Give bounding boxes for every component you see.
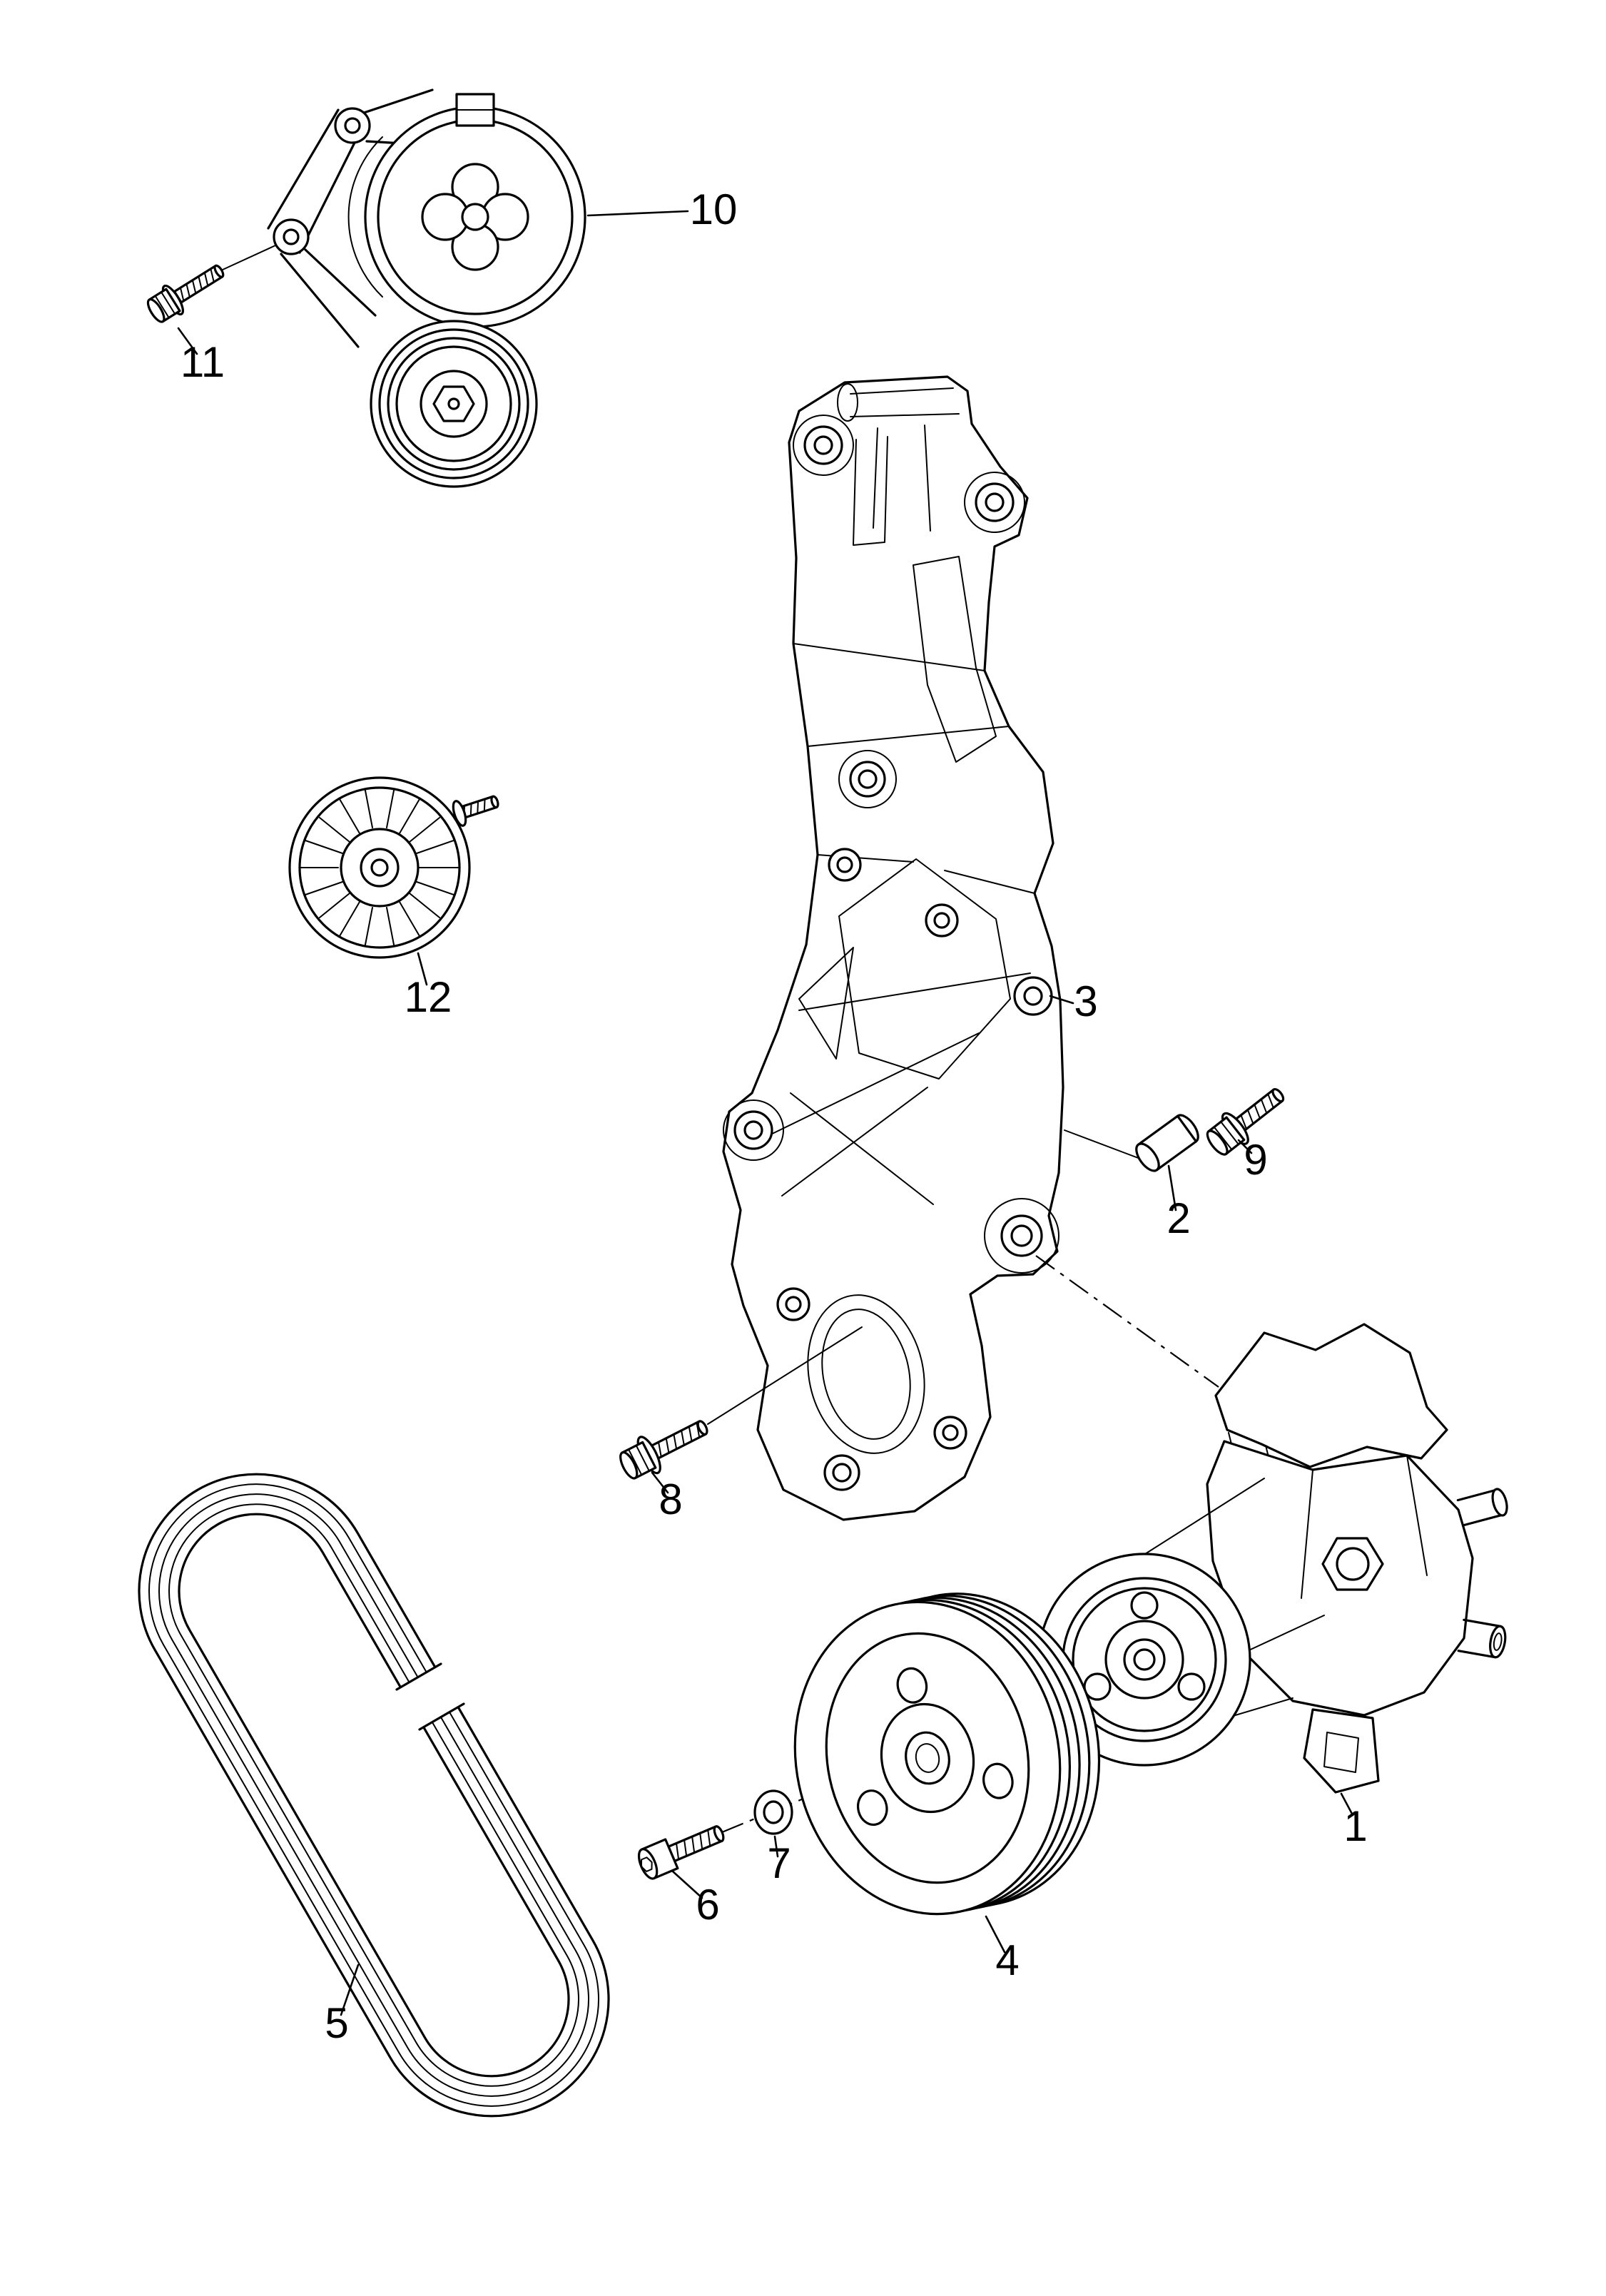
tensioner-pulley bbox=[370, 320, 538, 488]
callout-12-label[interactable]: 12 bbox=[405, 973, 452, 1021]
part-washer bbox=[753, 1789, 793, 1835]
part-belt-tensioner bbox=[267, 88, 586, 488]
callout-2-label[interactable]: 2 bbox=[1167, 1194, 1190, 1242]
pump-port-lower bbox=[1457, 1618, 1507, 1659]
callout-8-label[interactable]: 8 bbox=[659, 1475, 682, 1523]
part-hex-bolt-11 bbox=[146, 264, 225, 323]
part-power-steering-pump bbox=[1037, 1323, 1508, 1794]
part-hex-bolt-9 bbox=[1206, 1088, 1285, 1156]
callout-1-label[interactable]: 1 bbox=[1343, 1802, 1367, 1850]
part-idler-pulley bbox=[288, 776, 499, 959]
tensioner-spring-clover bbox=[421, 163, 529, 271]
callout-6-label[interactable]: 6 bbox=[696, 1881, 719, 1929]
callout-leader-lines bbox=[177, 210, 1354, 2016]
callout-9-label[interactable]: 9 bbox=[1244, 1136, 1267, 1184]
callout-10-label[interactable]: 10 bbox=[690, 186, 738, 233]
part-bracket bbox=[722, 375, 1064, 1521]
part-belt-pulley bbox=[793, 1593, 1101, 1916]
part-socket-head-bolt bbox=[637, 1825, 725, 1880]
part-ribbed-belt bbox=[138, 1473, 610, 2118]
part-hex-bolt-8 bbox=[619, 1420, 708, 1480]
callout-5-label[interactable]: 5 bbox=[325, 1999, 348, 2047]
callout-labels: 1 2 3 4 5 6 7 8 9 10 11 12 bbox=[181, 186, 1368, 2047]
callout-11-label[interactable]: 11 bbox=[181, 338, 225, 386]
idler-stud bbox=[452, 795, 499, 827]
part-spacer-sleeve bbox=[1135, 1114, 1199, 1172]
callout-3-label[interactable]: 3 bbox=[1074, 977, 1097, 1025]
callout-7-label[interactable]: 7 bbox=[767, 1839, 791, 1887]
pump-port-upper bbox=[1456, 1488, 1508, 1526]
callout-4-label[interactable]: 4 bbox=[995, 1936, 1019, 1984]
